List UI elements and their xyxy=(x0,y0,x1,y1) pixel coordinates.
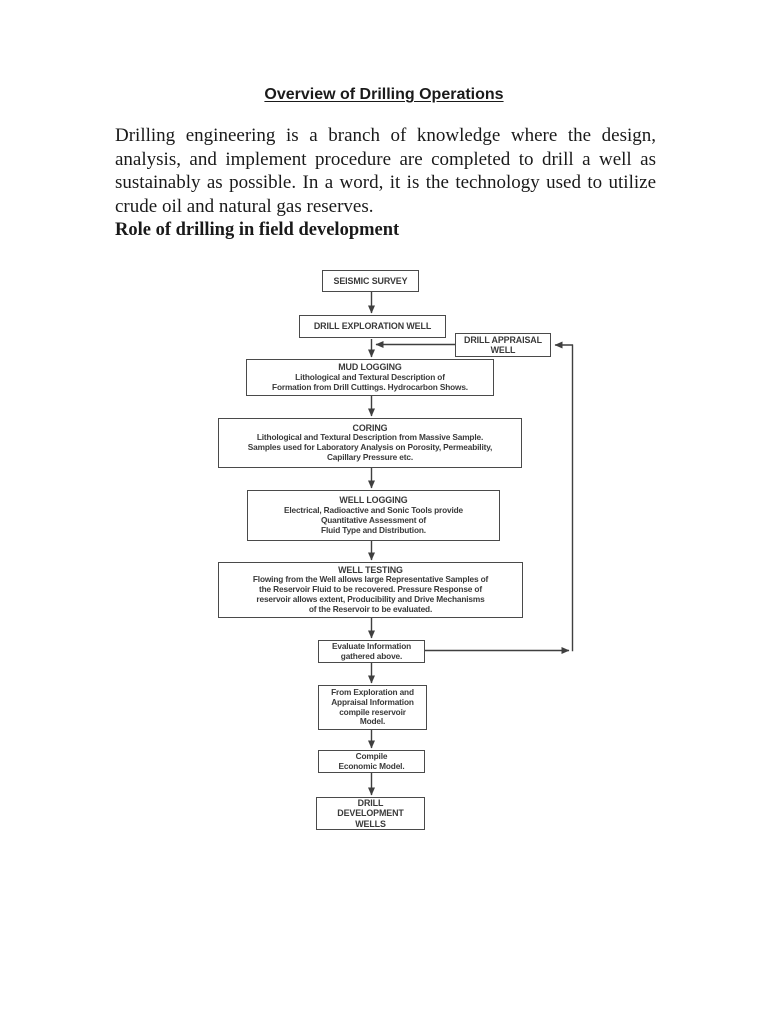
box-body: Evaluate Information gathered above. xyxy=(331,640,412,661)
flowchart-box-drill-development-wells: DRILL DEVELOPMENT WELLS xyxy=(316,797,425,830)
box-title: WELL LOGGING xyxy=(339,495,408,506)
box-body: Electrical, Radioactive and Sonic Tools … xyxy=(283,504,464,535)
page-title-text: Overview of Drilling Operations xyxy=(264,86,504,103)
intro-paragraph: Drilling engineering is a branch of know… xyxy=(115,125,656,217)
flowchart-box-well-testing: WELL TESTING Flowing from the Well allow… xyxy=(218,562,523,618)
flowchart-box-compile-reservoir-model: From Exploration and Appraisal Informati… xyxy=(318,685,427,730)
drilling-flowchart: SEISMIC SURVEY DRILL EXPLORATION WELL DR… xyxy=(0,260,768,860)
box-body: Lithological and Textural Description of… xyxy=(272,371,468,392)
flowchart-box-seismic-survey: SEISMIC SURVEY xyxy=(322,270,419,292)
box-title: CORING xyxy=(352,422,388,433)
box-body: Lithological and Textural Description fr… xyxy=(247,432,493,463)
box-title: SEISMIC SURVEY xyxy=(333,275,408,286)
box-title: WELL TESTING xyxy=(338,564,403,575)
box-body: Flowing from the Well allows large Repre… xyxy=(252,574,489,615)
box-title: DRILL DEVELOPMENT WELLS xyxy=(337,798,404,829)
flowchart-box-drill-appraisal-well: DRILL APPRAISAL WELL xyxy=(455,333,551,357)
box-body: From Exploration and Appraisal Informati… xyxy=(331,686,414,727)
flowchart-box-mud-logging: MUD LOGGING Lithological and Textural De… xyxy=(246,359,494,396)
box-title: MUD LOGGING xyxy=(338,362,402,373)
box-title: DRILL EXPLORATION WELL xyxy=(313,321,432,332)
flowchart-box-evaluate-information: Evaluate Information gathered above. xyxy=(318,640,425,663)
flowchart-box-coring: CORING Lithological and Textural Descrip… xyxy=(218,418,522,468)
flowchart-box-drill-exploration-well: DRILL EXPLORATION WELL xyxy=(299,315,446,338)
flowchart-box-compile-economic-model: Compile Economic Model. xyxy=(318,750,425,773)
flowchart-box-well-logging: WELL LOGGING Electrical, Radioactive and… xyxy=(247,490,500,541)
page-title: Overview of Drilling Operations xyxy=(0,86,768,104)
box-body: Compile Economic Model. xyxy=(338,750,405,771)
flowchart-connectors xyxy=(368,292,574,796)
section-heading: Role of drilling in field development xyxy=(115,220,400,240)
box-title: DRILL APPRAISAL WELL xyxy=(464,334,542,355)
